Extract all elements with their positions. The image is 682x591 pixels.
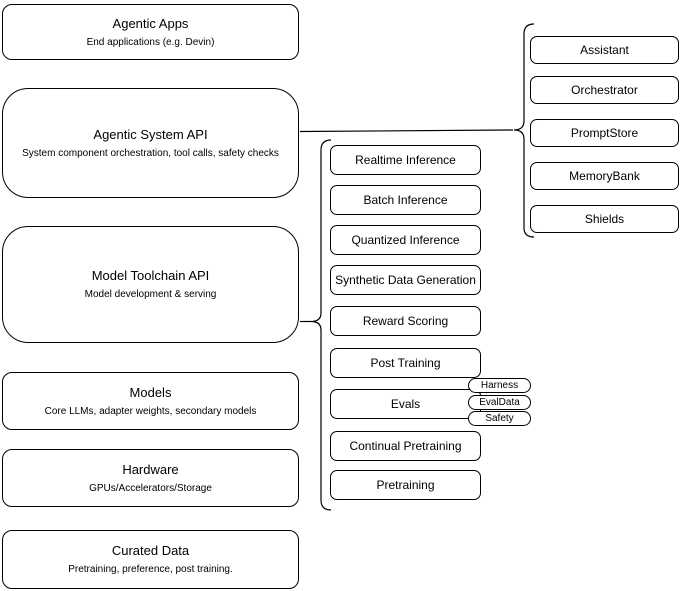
node-synthetic-data-generation: Synthetic Data Generation: [330, 265, 481, 295]
node-label: Post Training: [370, 356, 441, 370]
node-evals: Evals: [330, 389, 481, 419]
tag-harness: Harness: [468, 378, 531, 393]
node-title: Hardware: [122, 461, 179, 477]
node-subtitle: System component orchestration, tool cal…: [22, 147, 279, 159]
toolchain-brace: [310, 139, 332, 511]
node-label: Orchestrator: [571, 83, 638, 97]
tag-label: Harness: [480, 380, 519, 391]
node-curated-data: Curated Data Pretraining, preference, po…: [2, 530, 299, 589]
node-post-training: Post Training: [330, 348, 481, 378]
node-shields: Shields: [530, 205, 679, 233]
node-subtitle: Pretraining, preference, post training.: [68, 564, 233, 575]
node-agentic-system-api: Agentic System API System component orch…: [2, 88, 299, 198]
system-brace: [513, 23, 535, 238]
tag-label: EvalData: [479, 397, 520, 408]
node-label: Evals: [390, 397, 421, 411]
system-api-connector-line: [299, 129, 514, 133]
node-quantized-inference: Quantized Inference: [330, 225, 481, 255]
node-label: MemoryBank: [569, 169, 640, 183]
node-models: Models Core LLMs, adapter weights, secon…: [2, 372, 299, 430]
node-assistant: Assistant: [530, 36, 679, 64]
node-realtime-inference: Realtime Inference: [330, 145, 481, 175]
node-label: PromptStore: [570, 126, 639, 140]
node-promptstore: PromptStore: [530, 119, 679, 147]
node-model-toolchain-api: Model Toolchain API Model development & …: [2, 226, 299, 343]
node-subtitle: Model development & serving: [84, 289, 217, 300]
tag-label: Safety: [485, 413, 514, 424]
node-hardware: Hardware GPUs/Accelerators/Storage: [2, 449, 299, 507]
node-subtitle: GPUs/Accelerators/Storage: [89, 482, 212, 494]
node-batch-inference: Batch Inference: [330, 185, 481, 215]
node-label: Realtime Inference: [355, 153, 456, 167]
node-continual-pretraining: Continual Pretraining: [330, 431, 481, 461]
node-subtitle: Core LLMs, adapter weights, secondary mo…: [44, 405, 257, 417]
node-agentic-apps: Agentic Apps End applications (e.g. Devi…: [2, 4, 299, 60]
tag-evaldata: EvalData: [468, 395, 531, 410]
node-orchestrator: Orchestrator: [530, 76, 679, 104]
node-title: Model Toolchain API: [91, 268, 210, 283]
node-title: Curated Data: [111, 543, 190, 558]
node-subtitle: End applications (e.g. Devin): [86, 36, 215, 48]
node-label: Pretraining: [376, 478, 435, 492]
node-memorybank: MemoryBank: [530, 162, 679, 190]
node-pretraining: Pretraining: [330, 470, 481, 500]
node-reward-scoring: Reward Scoring: [330, 306, 481, 336]
node-title: Agentic Apps: [112, 15, 189, 31]
node-label: Assistant: [580, 43, 629, 57]
tag-safety: Safety: [468, 411, 531, 426]
node-label: Quantized Inference: [351, 233, 460, 247]
node-label: Batch Inference: [363, 193, 448, 207]
node-title: Models: [129, 384, 172, 400]
node-label: Reward Scoring: [362, 314, 449, 328]
node-label: Synthetic Data Generation: [335, 273, 476, 287]
node-title: Agentic System API: [93, 126, 208, 142]
node-label: Continual Pretraining: [349, 439, 462, 453]
node-label: Shields: [584, 212, 625, 226]
